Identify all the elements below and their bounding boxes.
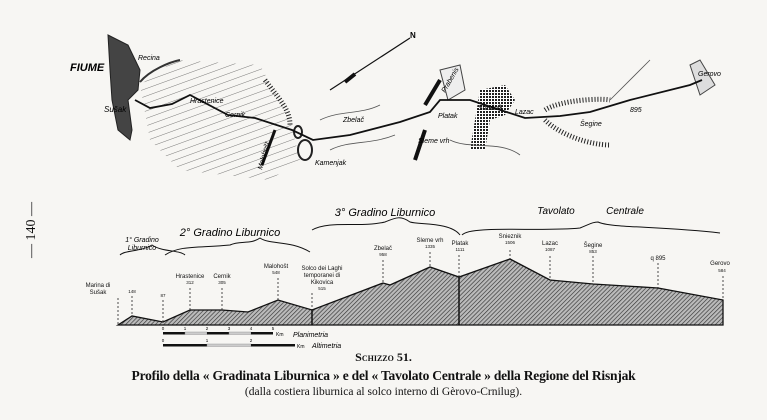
section-4-label: Centrale [606,206,644,217]
map-label-895: 895 [630,107,642,114]
map-label-recina: Recina [138,55,160,62]
point-label: Sušak [90,290,108,296]
point-label: temporanei di [304,273,340,279]
point-label: Cernik [213,274,231,280]
point-label: q 895 [650,256,666,262]
scale-tick: 3 [228,326,231,331]
north-label: N [410,31,416,40]
scale-tick: 0 [162,326,165,331]
point-label: Snieznik [499,234,523,240]
hatched-zone-2 [140,60,300,180]
map-label-cernik: Cernik [225,112,246,119]
terrain-profile [115,258,724,326]
figure-title: Profilo della « Gradinata Liburnica » e … [131,368,636,383]
figure-subtitle: (dalla costiera liburnica al solco inter… [244,386,523,398]
section-brace-3 [311,217,461,236]
point-elev: 1506 [505,240,516,245]
map-label-zbelac: Zbelač [342,117,365,124]
point-elev: 1111 [455,247,465,252]
route-line [134,79,703,141]
river-recina [139,59,181,83]
point-elev: 958 [379,252,387,257]
sneznik-area [470,85,515,150]
map-label-platak: Platak [438,113,458,120]
map-label-gerovo: Gerovo [698,71,721,78]
section-1-label: Liburnico [128,245,157,252]
scale-tick: 4 [250,326,253,331]
point-elev: 584 [718,268,726,273]
point-label: Solco dei Laghi [301,266,342,272]
escarpment [543,118,611,148]
scale-label: Planimetria [293,332,328,339]
map-label-susak: Sušak [104,105,127,114]
scale-tick: 1 [184,326,187,331]
point-elev: 548 [272,270,280,275]
point-label: Hrastenice [176,274,205,280]
point-elev: 515 [318,286,326,291]
map-label-kamenjak: Kamenjak [315,160,347,167]
point-elev: 853 [589,249,597,254]
map-label-fiume: FIUME [70,62,105,74]
contour-lines [319,59,651,156]
section-3-label: 3° Gradino Liburnico [335,207,435,219]
scale-tick: 2 [250,338,253,343]
scale-altimetria: 0 1 2 Km Altimetria [162,338,342,350]
section-4-label: Tavolato [537,206,575,217]
point-label: Marina di [86,283,111,289]
map-label-sleme: Sleme vrh [418,138,450,145]
map-label-sneznik: Snežnik [478,105,503,112]
map: N FIUME Sušak Recina Hrastenice Cernik M… [70,31,721,180]
point-label: Zbelač [374,246,392,252]
point-elev: 1335 [425,244,436,249]
scale-planimetria: 0 1 2 3 4 5 Km Planimetria [162,326,328,339]
section-1-label: 1° Gradino [125,236,159,244]
point-label: Platak [452,241,470,247]
point-elev: 312 [186,280,194,285]
scale-tick: 5 [272,326,275,331]
ridge [260,129,277,166]
point-label: Kikovica [311,280,334,286]
ridge [413,129,427,161]
section-2-label: 2° Gradino Liburnico [179,227,280,239]
ridge [423,78,442,107]
scale-label: Altimetria [311,343,341,350]
figure: N FIUME Sušak Recina Hrastenice Cernik M… [70,31,731,350]
point-label: Gerovo [710,261,730,267]
figure-number: Schizzo 51. [355,350,412,364]
scale-unit: Km [276,332,284,338]
sea-fiume [107,34,141,141]
map-label-hrastenice: Hrastenice [190,98,224,105]
scale-tick: 2 [206,326,209,331]
point-elev: 148 [128,289,136,294]
point-elev: 1087 [545,247,556,252]
prabenis-area [439,64,466,101]
point-label: Šegine [584,242,603,249]
map-label-segine: Šegine [580,119,602,128]
profile: 1° Gradino Liburnico 2° Gradino Liburnic… [86,206,731,350]
section-brace-2 [164,237,311,256]
point-elev: 87 [160,293,166,298]
point-label: Sleme vrh [416,238,443,244]
point-elev: 305 [218,280,226,285]
escarpment [263,78,293,126]
scale-unit: Km [297,344,305,350]
section-brace-1 [119,244,186,256]
point-label: Lazac [542,241,558,247]
gerovo-area [689,59,716,96]
section-brace-4 [461,221,721,236]
scale-tick: 0 [162,338,165,343]
scale-tick: 1 [206,338,209,343]
north-arrow [329,37,411,91]
map-label-lazac: Lazac [515,109,534,116]
point-label: Malohošt [264,264,289,270]
